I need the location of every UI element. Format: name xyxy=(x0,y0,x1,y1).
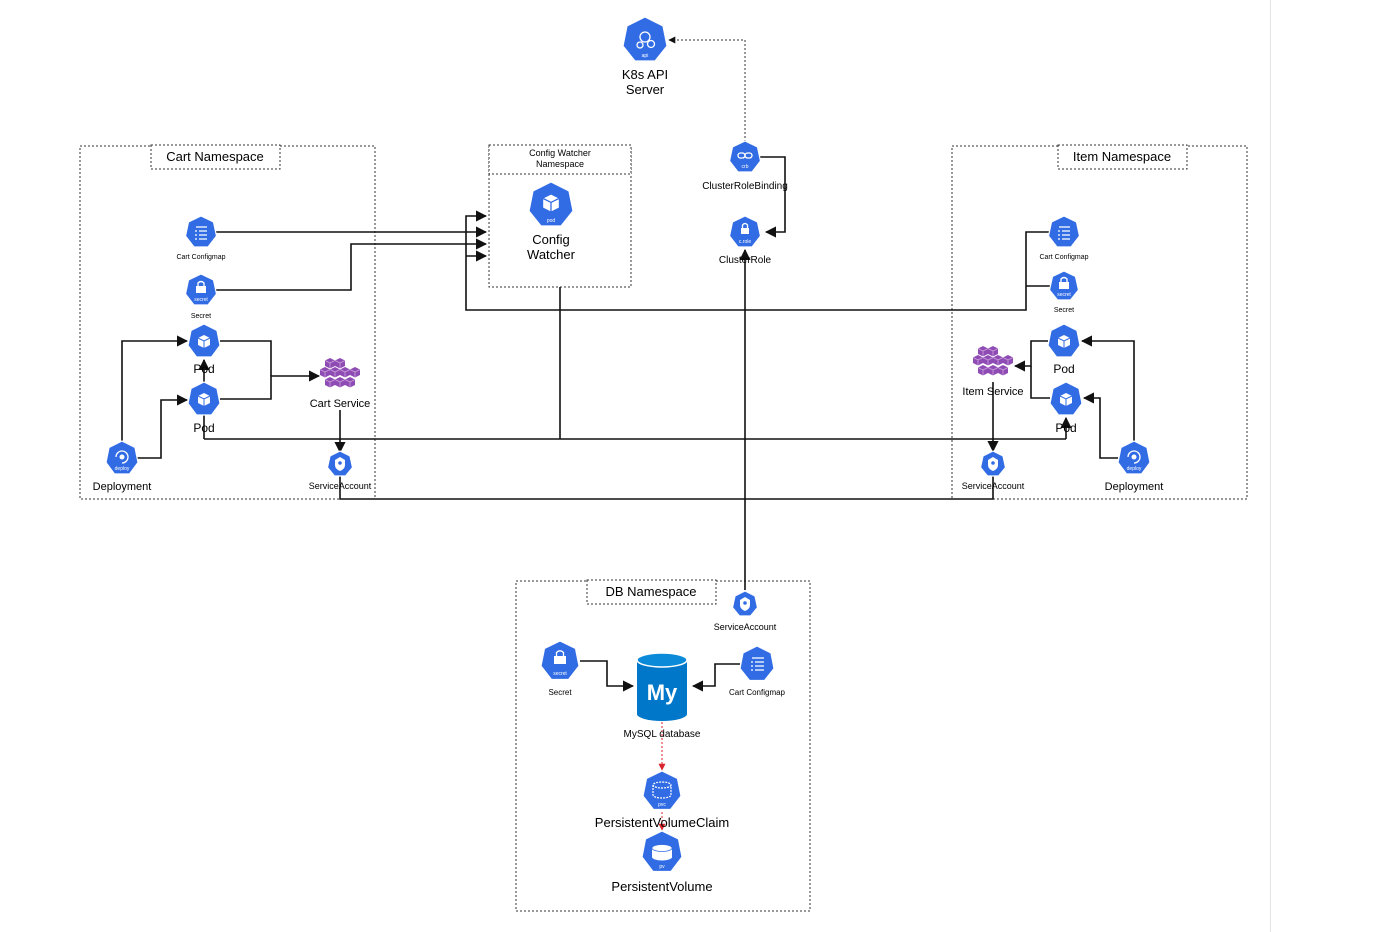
item-pod-1-node[interactable]: Pod xyxy=(1047,323,1081,376)
edge-db-secret-mysql xyxy=(580,660,635,692)
item-service-node[interactable]: Item Service xyxy=(962,345,1024,398)
pv-node[interactable]: pv PersistentVolume xyxy=(611,830,713,894)
edge-item-deploy-pod2 xyxy=(1082,392,1118,459)
svg-text:secret: secret xyxy=(194,297,208,303)
edge-item-pod1-service xyxy=(1013,340,1048,372)
cart-pod-1-label: Pod xyxy=(193,362,214,376)
cart-configmap-label: Cart Configmap xyxy=(176,254,225,261)
cart-pod-1-node[interactable]: Pod xyxy=(187,323,221,376)
svg-text:secret: secret xyxy=(1057,292,1071,298)
item-secret-label: Secret xyxy=(1054,307,1074,314)
service-cubes-icon xyxy=(319,357,361,388)
pvc-label: PersistentVolumeClaim xyxy=(595,815,729,830)
item-pod-2-label: Pod xyxy=(1055,421,1076,435)
cluster-role-binding-node[interactable]: crb ClusterRoleBinding xyxy=(702,140,788,192)
item-pod-2-node[interactable]: Pod xyxy=(1049,381,1083,435)
cart-deployment-node[interactable]: deploy Deployment xyxy=(93,440,152,493)
api-server-label-2: Server xyxy=(626,82,665,97)
canvas-edge-line xyxy=(1270,0,1271,932)
config-watcher-label-2: Watcher xyxy=(527,247,576,262)
item-secret-node[interactable]: secret Secret xyxy=(1048,270,1080,314)
item-configmap-node[interactable]: Cart Configmap xyxy=(1039,215,1089,261)
config-watcher-namespace-title-1: Config Watcher xyxy=(529,148,591,158)
api-server-node[interactable]: api K8s API Server xyxy=(622,16,668,97)
item-namespace: Item Namespace xyxy=(951,144,1248,500)
cart-pod-2-node[interactable]: Pod xyxy=(187,381,221,435)
item-service-account-label: ServiceAccount xyxy=(962,481,1025,491)
pv-label: PersistentVolume xyxy=(611,879,712,894)
svg-text:secret: secret xyxy=(553,671,567,677)
cart-service-account-label: ServiceAccount xyxy=(309,481,372,491)
svg-text:crb: crb xyxy=(742,164,749,170)
item-configmap-label: Cart Configmap xyxy=(1039,254,1088,261)
pvc-icon xyxy=(642,770,682,811)
db-configmap-label: Cart Configmap xyxy=(729,688,786,697)
cart-namespace-title: Cart Namespace xyxy=(166,149,264,164)
cart-secret-node[interactable]: secret Secret xyxy=(184,273,218,320)
cart-configmap-node[interactable]: Cart Configmap xyxy=(176,215,226,261)
db-namespace-title: DB Namespace xyxy=(605,584,696,599)
cart-secret-label: Secret xyxy=(191,313,211,320)
cart-service-label: Cart Service xyxy=(310,398,371,410)
edge-sa-bus xyxy=(339,476,994,500)
edge-crb-clusterrole xyxy=(760,156,786,238)
edge-cart-deploy-pod1 xyxy=(121,335,189,443)
edge-db-configmap-mysql xyxy=(691,663,740,692)
db-secret-label: Secret xyxy=(548,688,572,697)
svg-text:deploy: deploy xyxy=(115,466,130,472)
cluster-role-node[interactable]: c.role ClusterRole xyxy=(719,215,772,266)
edge-item-configmap-watcher xyxy=(465,210,1050,311)
edge-crb-api xyxy=(668,36,746,142)
item-deployment-node[interactable]: deploy Deployment xyxy=(1105,440,1164,493)
edge-item-pod2-service xyxy=(1030,366,1050,399)
edge-cart-deploy-pod2 xyxy=(137,394,189,459)
svg-text:My: My xyxy=(647,680,678,705)
svg-text:pod: pod xyxy=(547,218,556,224)
svg-text:pvc: pvc xyxy=(658,802,666,808)
service-cubes-icon xyxy=(972,345,1014,376)
cart-pod-2-label: Pod xyxy=(193,421,214,435)
edges xyxy=(121,36,1135,831)
edge-cart-pod1-service xyxy=(220,340,272,376)
api-icon xyxy=(622,16,668,62)
item-pod-1-label: Pod xyxy=(1053,362,1074,376)
config-watcher-namespace-title-2: Namespace xyxy=(536,159,584,169)
cart-deployment-label: Deployment xyxy=(93,481,152,493)
db-service-account-node[interactable]: ServiceAccount xyxy=(714,590,777,632)
cart-namespace: Cart Namespace xyxy=(79,144,376,500)
edge-cart-secret-watcher xyxy=(214,238,488,291)
configmap-icon xyxy=(739,645,775,682)
db-configmap-node[interactable]: Cart Configmap xyxy=(729,645,786,697)
db-namespace: DB Namespace xyxy=(515,579,811,912)
item-service-account-node[interactable]: ServiceAccount xyxy=(962,450,1025,491)
mysql-label: MySQL database xyxy=(624,729,701,740)
mysql-node[interactable]: My MySQL database xyxy=(624,652,701,740)
cluster-role-binding-label: ClusterRoleBinding xyxy=(702,181,788,192)
svg-text:pv: pv xyxy=(659,864,665,870)
item-namespace-title: Item Namespace xyxy=(1073,149,1171,164)
item-service-label: Item Service xyxy=(962,386,1023,398)
edge-item-deploy-pod1 xyxy=(1080,335,1135,443)
pvc-node[interactable]: pvc PersistentVolumeClaim xyxy=(595,770,729,830)
api-server-label-1: K8s API xyxy=(622,67,668,82)
db-service-account-label: ServiceAccount xyxy=(714,622,777,632)
cluster-role-label: ClusterRole xyxy=(719,255,772,266)
item-deployment-label: Deployment xyxy=(1105,481,1164,493)
cart-service-node[interactable]: Cart Service xyxy=(310,357,371,410)
svg-text:c.role: c.role xyxy=(739,239,751,245)
config-watcher-pod-node[interactable]: pod Config Watcher xyxy=(527,181,576,262)
db-secret-node[interactable]: secret Secret xyxy=(540,640,580,697)
svg-text:api: api xyxy=(642,53,649,59)
mysql-icon: My xyxy=(636,652,688,721)
config-watcher-label-1: Config xyxy=(532,232,570,247)
config-watcher-namespace: Config Watcher Namespace xyxy=(488,144,632,288)
svg-text:deploy: deploy xyxy=(1127,466,1142,472)
edge-cart-pod2-service xyxy=(220,370,321,400)
cart-service-account-node[interactable]: ServiceAccount xyxy=(309,450,372,491)
